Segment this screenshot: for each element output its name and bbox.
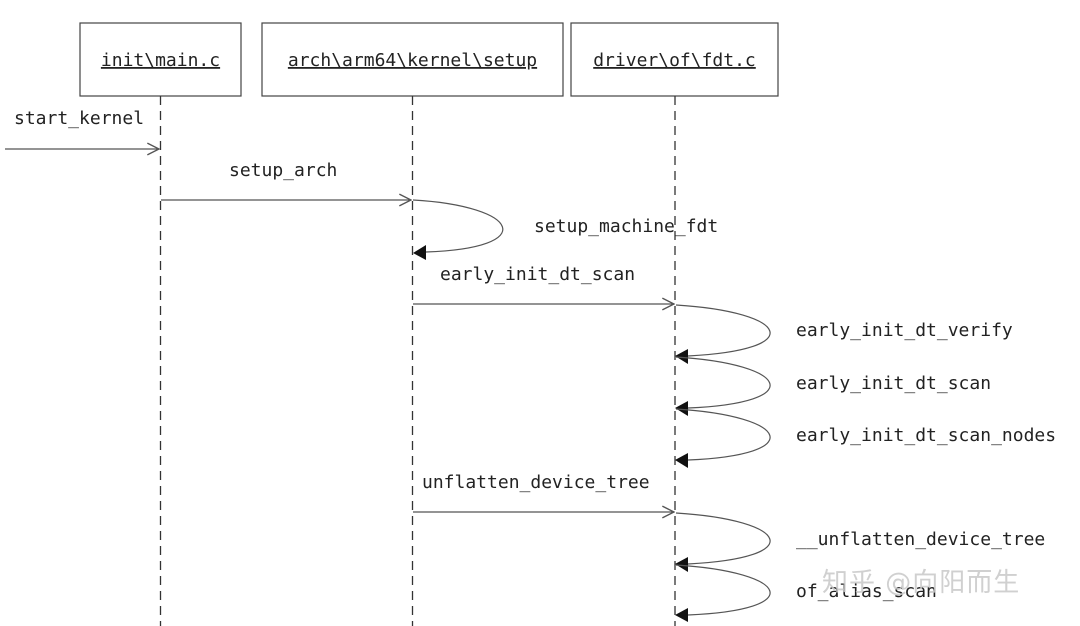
- self-call-of-alias-scan-curve: [675, 564, 771, 616]
- message-label-unflatten-device-tree: unflatten_device_tree: [422, 472, 650, 493]
- participant-box: [570, 22, 779, 97]
- participant-label: driver\of\fdt.c: [593, 50, 756, 71]
- self-call-early-init-dt-scan-nodes-curve: [675, 408, 771, 461]
- participant-box: [261, 22, 564, 97]
- self-call-label-early-init-dt-scan: early_init_dt_scan: [796, 373, 991, 394]
- self-call-unflatten-device-tree-curve: [675, 512, 771, 565]
- participant-arch-setup: arch\arm64\kernel\setup: [261, 22, 564, 97]
- self-call-of-alias-scan-arrowhead: [675, 608, 688, 622]
- self-call-early-init-dt-scan-arrowhead: [675, 401, 688, 416]
- self-call-setup-machine-fdt-arrowhead: [413, 245, 426, 260]
- self-call-label-setup-machine-fdt: setup_machine_fdt: [534, 216, 718, 237]
- watermark: 知乎 @向阳而生: [822, 568, 1021, 598]
- self-call-setup-machine-fdt-curve: [412, 199, 504, 253]
- participant-label: init\main.c: [101, 50, 220, 71]
- participant-label: arch\arm64\kernel\setup: [288, 50, 537, 71]
- self-call-label-of-alias-scan: of_alias_scan: [796, 581, 937, 602]
- self-call-unflatten-device-tree-arrowhead: [675, 557, 688, 572]
- participant-box: [79, 22, 242, 97]
- self-call-label-early-init-dt-verify: early_init_dt_verify: [796, 320, 1013, 341]
- self-call-early-init-dt-verify-arrowhead: [675, 349, 688, 364]
- participant-init-main: init\main.c: [79, 22, 242, 97]
- message-label-early-init-dt-scan: early_init_dt_scan: [440, 264, 635, 285]
- self-call-label-early-init-dt-scan-nodes: early_init_dt_scan_nodes: [796, 425, 1056, 446]
- message-label-setup-arch: setup_arch: [229, 160, 337, 181]
- self-call-early-init-dt-verify-curve: [675, 304, 771, 357]
- self-call-early-init-dt-scan-nodes-arrowhead: [675, 453, 688, 468]
- message-label-start-kernel: start_kernel: [14, 108, 144, 129]
- self-call-early-init-dt-scan-curve: [675, 356, 771, 409]
- self-call-label-unflatten-device-tree: __unflatten_device_tree: [796, 529, 1045, 550]
- participant-fdt: driver\of\fdt.c: [570, 22, 779, 97]
